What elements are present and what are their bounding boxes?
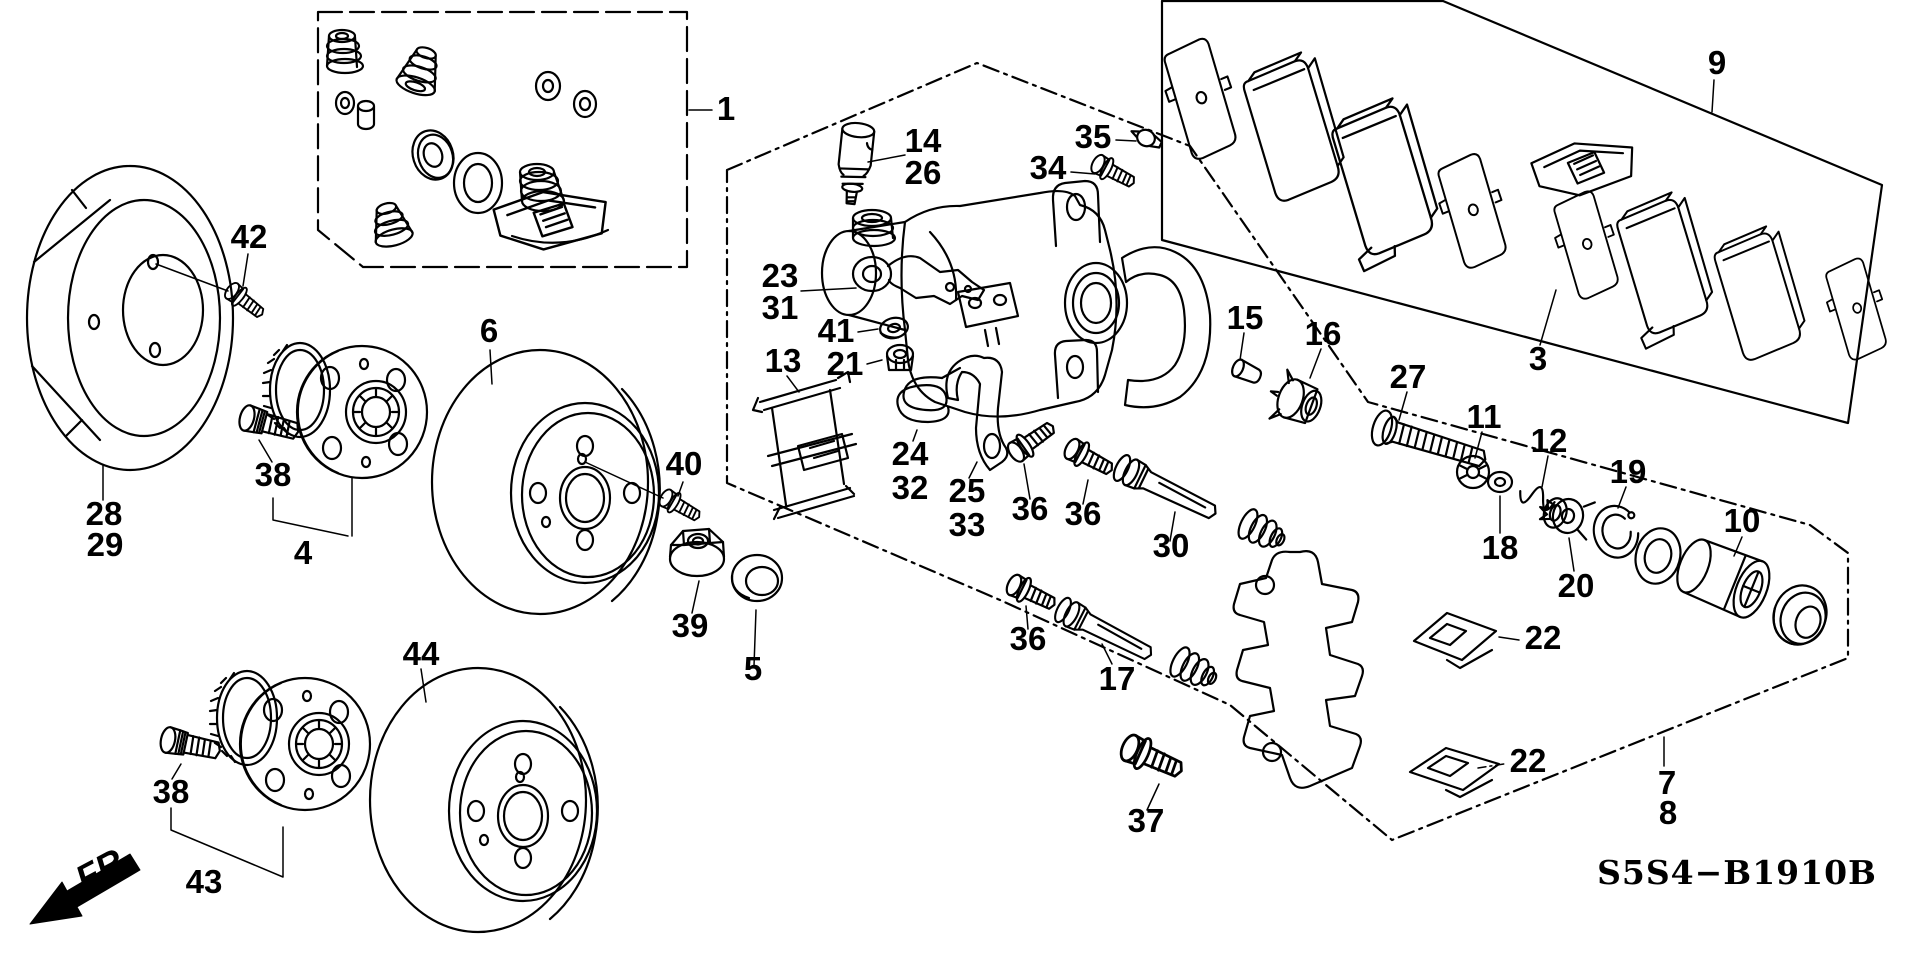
callout-35: 35 [1075,118,1112,155]
seal-kit-box [316,10,689,269]
callout-43: 43 [186,863,223,900]
brake-disc-upper [430,348,661,616]
hub-cap [730,553,784,603]
callout-8: 8 [1659,794,1677,831]
caliper-bolt-b [1059,433,1119,483]
lever-return-spring [896,366,962,424]
spindle-nut [668,527,726,578]
callout-15: 15 [1227,299,1264,336]
callout-22a: 22 [1525,619,1562,656]
callout-36c: 36 [1010,620,1047,657]
callout-30: 30 [1153,527,1190,564]
callout-26: 26 [905,154,942,191]
callout-44: 44 [403,635,440,672]
callout-38b: 38 [153,773,190,810]
lever-washer [879,316,909,340]
parking-brake-lever [851,255,986,306]
caliper-piston [1676,538,1771,619]
caliper-bolt-c [1001,569,1062,618]
caliper-bolt-a [1002,414,1062,468]
callout-18: 18 [1482,529,1519,566]
wheel-stud-upper [235,402,303,446]
pin-boot-upper [1233,505,1292,557]
seal-kit-contents [325,28,611,255]
callout-33: 33 [949,506,986,543]
callout-36a: 36 [1012,490,1049,527]
pin-15 [1231,358,1263,384]
spring-cup-12 [1519,486,1568,529]
diagram-code: S5S4−B1910B [1597,853,1877,892]
callout-11: 11 [1467,398,1502,435]
callout-29: 29 [87,526,124,563]
caliper-subassembly-boundary [725,61,1850,842]
callout-10: 10 [1724,502,1761,539]
bleeder-cap [1130,128,1163,149]
pin-boot-lower [1165,643,1224,696]
callout-12: 12 [1531,422,1568,459]
bleed-valve [837,121,876,206]
callout-17: 17 [1099,660,1136,697]
callout-20: 20 [1558,567,1595,604]
callout-14: 14 [905,122,942,159]
washer-18 [1486,470,1514,494]
callout-3: 3 [1529,340,1547,377]
adjusting-bolt-27 [1370,409,1487,468]
leader-lines [102,79,1743,878]
piston-ring [1634,527,1682,585]
lever-arm-b [945,354,1009,472]
hub-bearing-upper [295,344,429,480]
star-washer-11 [1455,454,1491,490]
splash-guard-screw [220,278,270,325]
snap-ring-19 [1592,504,1640,559]
pad-clip-lower [1408,746,1501,799]
callout-24: 24 [892,435,929,472]
callout-6: 6 [480,312,498,349]
callout-5: 5 [744,650,762,687]
callout-16: 16 [1305,315,1342,352]
callout-39: 39 [672,607,709,644]
pad-set-box [1160,0,1884,425]
callout-42: 42 [231,218,268,255]
callout-7: 7 [1658,764,1676,801]
adjuster-sleeve-16 [1268,368,1323,425]
fr-direction-arrow [29,853,141,925]
callout-27: 27 [1390,358,1427,395]
callout-9: 9 [1708,44,1726,81]
pad-retainer-spring [751,370,858,521]
splash-guard [25,164,235,472]
caliper-bracket [1232,550,1364,789]
callout-32: 32 [892,469,929,506]
wheel-stud-lower [157,724,224,765]
callout-labels: 1 3 4 5 6 7 8 9 10 11 12 13 14 15 16 17 … [69,44,1877,900]
callout-28: 28 [86,495,123,532]
brake-disc-lower [368,666,599,934]
callout-13: 13 [765,342,802,379]
callout-41: 41 [818,312,855,349]
callout-22b: 22 [1510,742,1547,779]
callout-40: 40 [666,445,703,482]
callout-38a: 38 [255,456,292,493]
pawl-20 [1538,497,1596,541]
callout-23: 23 [762,257,799,294]
lever-nut [885,343,915,372]
hub-bearing-lower [238,676,372,812]
callout-4: 4 [294,534,313,571]
valve-boot [851,208,897,248]
pad-clip-upper [1412,611,1498,670]
callout-31: 31 [762,289,799,326]
callout-25: 25 [949,472,986,509]
callout-19: 19 [1610,453,1647,490]
bracket-bolt [1115,728,1190,788]
disc-set-screw [655,484,706,528]
brake-caliper [820,179,1212,418]
brake-pad-set [1154,33,1896,364]
callout-36b: 36 [1065,495,1102,532]
slide-pin-upper [1109,451,1223,528]
callout-37: 37 [1128,802,1165,839]
piston-boot [1772,584,1828,646]
callout-34: 34 [1030,149,1067,186]
callout-21: 21 [827,345,864,382]
callout-1: 1 [717,90,735,127]
